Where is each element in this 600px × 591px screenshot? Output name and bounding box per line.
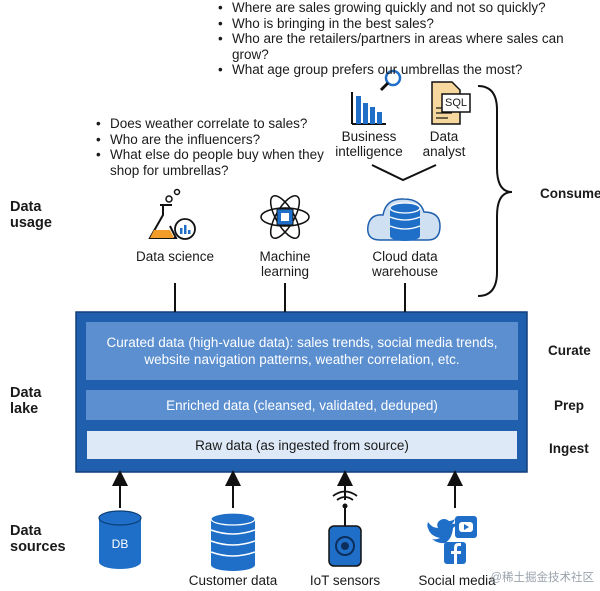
business-intelligence-label: Business intelligence	[335, 129, 403, 159]
question-item: Who are the retailers/partners in areas …	[218, 31, 598, 62]
db-icon-text: DB	[111, 537, 129, 551]
question-item: What else do people buy when they shop f…	[96, 147, 328, 178]
machine-learning-label: Machine learning	[259, 249, 311, 279]
consume-brace	[477, 85, 513, 297]
ingest-label: Ingest	[549, 441, 589, 456]
flask-icon	[148, 188, 196, 240]
facebook-icon	[444, 542, 466, 564]
bar-chart-icon	[351, 69, 402, 125]
questions-top-list: Where are sales growing quickly and not …	[218, 0, 598, 78]
sql-tag: SQL	[444, 97, 467, 109]
question-item: What age group prefers our umbrellas the…	[218, 62, 598, 78]
question-item: Does weather correlate to sales?	[96, 116, 328, 132]
raw-data-band: Raw data (as ingested from source)	[86, 430, 518, 460]
question-item: Who is bringing in the best sales?	[218, 16, 598, 32]
customer-data-label: Customer data	[188, 573, 278, 588]
stacked-database-icon	[210, 512, 256, 571]
iot-sensor-icon	[328, 490, 362, 567]
youtube-icon	[455, 516, 477, 538]
data-sources-label: Data sources	[10, 523, 66, 555]
database-cylinder-icon	[98, 510, 142, 569]
data-science-label: Data science	[135, 249, 215, 264]
data-usage-label: Data usage	[10, 199, 52, 231]
atom-chip-icon	[260, 194, 310, 240]
question-item: Where are sales growing quickly and not …	[218, 0, 598, 16]
question-item: Who are the influencers?	[96, 132, 328, 148]
cloud-data-warehouse-label: Cloud data warehouse	[371, 249, 439, 279]
data-lake-label: Data lake	[10, 385, 42, 417]
sql-document-icon	[431, 81, 471, 125]
cloud-database-icon	[367, 198, 441, 241]
data-analyst-label: Data analyst	[422, 129, 466, 159]
prep-label: Prep	[554, 398, 585, 413]
social-media-label: Social media	[418, 573, 496, 588]
connector-bi-analyst-merge	[371, 164, 437, 182]
iot-sensors-label: IoT sensors	[309, 573, 381, 588]
twitter-icon	[427, 519, 457, 544]
consume-label: Consume	[540, 186, 600, 201]
enriched-data-band: Enriched data (cleansed, validated, dedu…	[86, 390, 518, 420]
watermark: @稀土掘金技术社区	[490, 572, 594, 584]
questions-mid-list: Does weather correlate to sales? Who are…	[96, 116, 328, 178]
curate-label: Curate	[548, 343, 591, 358]
curated-data-band: Curated data (high-value data): sales tr…	[86, 322, 518, 380]
